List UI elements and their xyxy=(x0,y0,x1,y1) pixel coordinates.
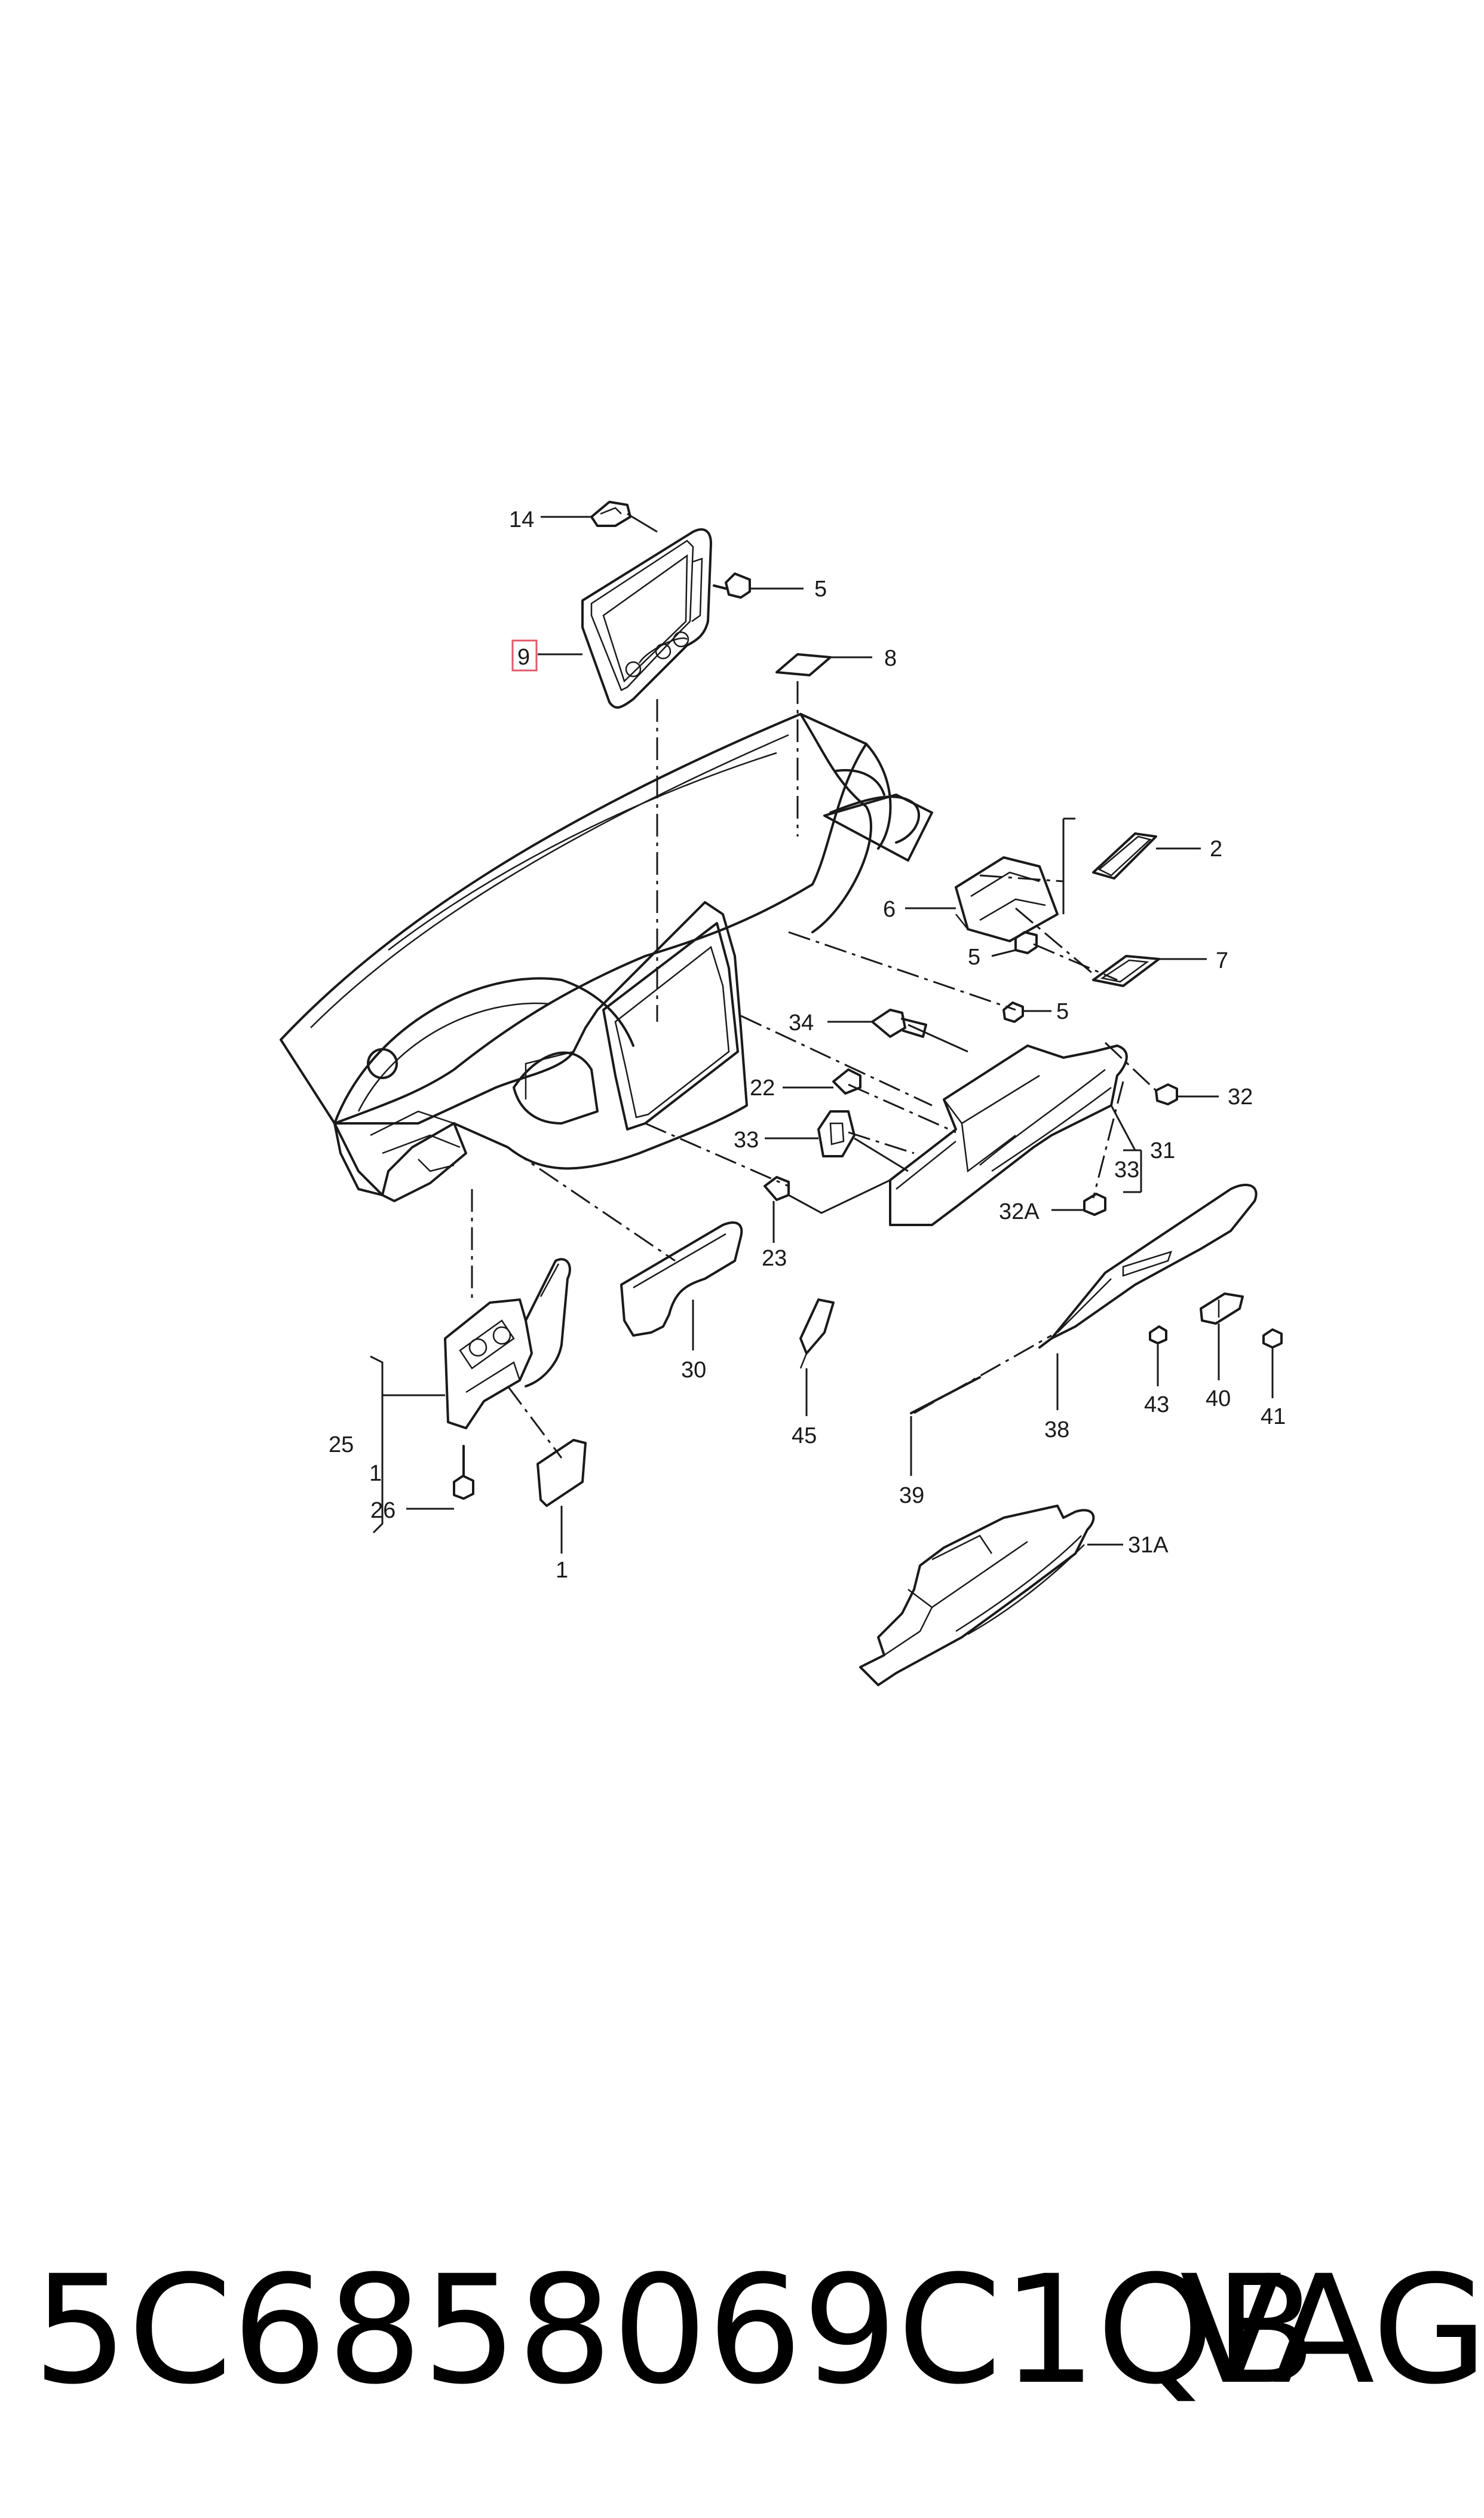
screw-part-5-top xyxy=(713,572,751,599)
callout-22: 22 xyxy=(750,1076,775,1101)
bolt-part-34 xyxy=(871,1009,927,1038)
callout-7: 7 xyxy=(1216,948,1228,973)
rod-part-39 xyxy=(910,1337,1053,1414)
pad-part-8 xyxy=(775,653,832,676)
callout-labels: 14 5 9 8 2 6 5 7 5 34 22 32 33 33 31 32A… xyxy=(329,507,1286,1583)
screw-part-41 xyxy=(1262,1328,1283,1349)
callout-2: 2 xyxy=(1210,837,1222,862)
switch-part-45 xyxy=(799,1298,835,1369)
callout-9-highlight xyxy=(511,639,538,672)
holder-part-6 xyxy=(955,856,1059,942)
callout-5-middle: 5 xyxy=(968,945,980,970)
callout-32A: 32A xyxy=(999,1199,1040,1224)
console-part-25 xyxy=(444,1258,571,1429)
clip-part-14 xyxy=(590,501,631,527)
clip-part-22 xyxy=(832,1068,861,1095)
assembly-guide-lines xyxy=(471,681,1157,1459)
callout-25: 25 xyxy=(329,1432,354,1457)
bracket-part-33 xyxy=(817,1110,856,1157)
callout-33-left: 33 xyxy=(734,1128,759,1153)
glovebox-assembly-part-31A xyxy=(859,1505,1095,1686)
screw-part-5-right xyxy=(1002,1001,1024,1023)
callout-45: 45 xyxy=(792,1423,817,1448)
screw-part-32A xyxy=(1083,1193,1106,1216)
callout-8: 8 xyxy=(884,646,897,671)
callout-40: 40 xyxy=(1206,1386,1231,1411)
callout-39: 39 xyxy=(899,1483,924,1508)
callout-41: 41 xyxy=(1261,1404,1286,1429)
lid-part-38 xyxy=(1050,1183,1258,1340)
dashboard-panel xyxy=(280,713,933,1202)
callout-5-right: 5 xyxy=(1056,999,1069,1024)
screw-part-32 xyxy=(1155,1083,1178,1105)
callout-6: 6 xyxy=(883,897,896,922)
trim-panel-part-9 xyxy=(581,528,712,709)
latch-part-40 xyxy=(1200,1292,1244,1325)
callout-1-cover: 1 xyxy=(556,1558,568,1583)
screw-part-43 xyxy=(1149,1325,1167,1344)
callout-32: 32 xyxy=(1228,1085,1253,1110)
callout-9: 9 xyxy=(517,645,530,670)
glovebox-part-31 xyxy=(889,1044,1128,1226)
callout-30: 30 xyxy=(681,1358,706,1383)
callout-33-right: 33 xyxy=(1114,1157,1139,1183)
callout-5-top: 5 xyxy=(814,577,827,602)
callout-38: 38 xyxy=(1044,1417,1069,1442)
screw-part-5-middle xyxy=(1014,931,1038,954)
cover-part-1 xyxy=(536,1439,587,1507)
callout-1-bracket: 1 xyxy=(369,1461,382,1486)
callout-leaders xyxy=(370,513,1274,1554)
callout-34: 34 xyxy=(789,1010,814,1036)
callout-26: 26 xyxy=(370,1498,395,1523)
trim-part-30 xyxy=(620,1221,743,1337)
clip-part-23 xyxy=(764,1176,790,1201)
callout-31: 31 xyxy=(1150,1138,1175,1163)
part-number: 5C6858069C1QB xyxy=(33,2243,1317,2417)
callout-31A: 31A xyxy=(1128,1533,1169,1558)
callout-23: 23 xyxy=(762,1246,787,1271)
callout-43: 43 xyxy=(1144,1392,1169,1417)
pad-part-2 xyxy=(1092,832,1157,880)
pad-part-7 xyxy=(1092,955,1160,987)
callout-14: 14 xyxy=(509,507,534,532)
brand-name: VAG xyxy=(1180,2243,1484,2417)
footer-caption: 5C6858069C1QB VAG xyxy=(33,2243,1484,2417)
screw-part-26 xyxy=(453,1445,474,1500)
